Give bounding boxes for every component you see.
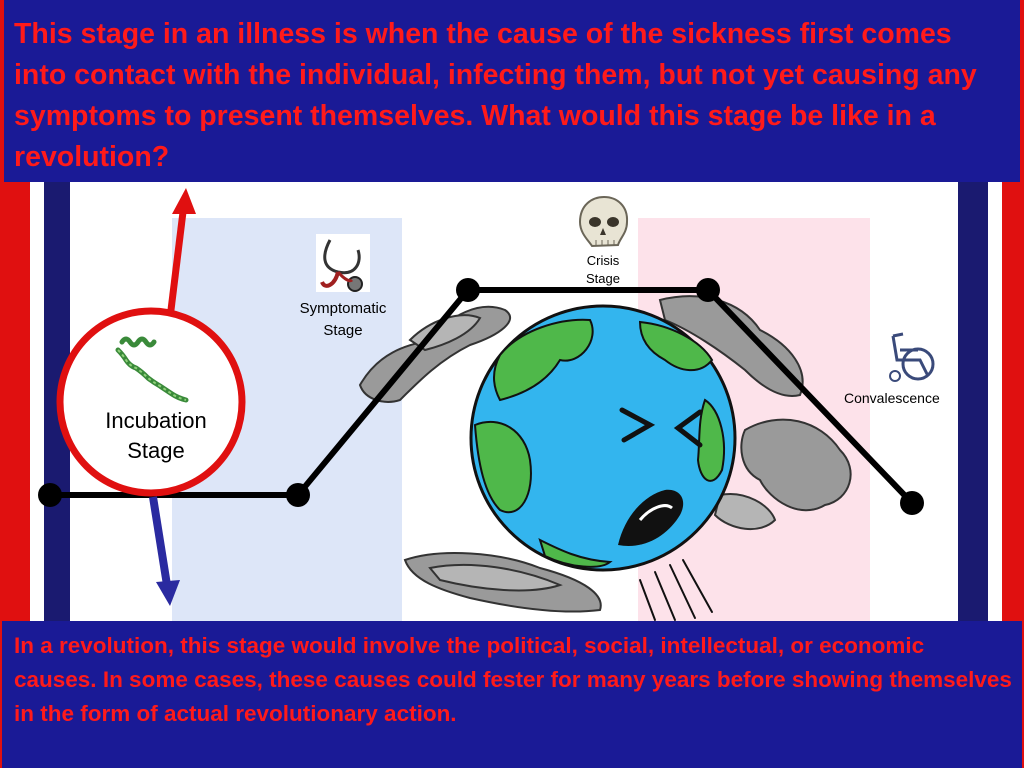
- incubation-label-line1: Incubation: [105, 408, 207, 433]
- crisis-stage-label: Crisis Stage: [572, 252, 634, 288]
- smoke-clouds: [358, 295, 852, 613]
- bacteria-icon: [112, 330, 200, 403]
- right-stripe-red: [1002, 0, 1024, 768]
- symptomatic-stage-label: Symptomatic Stage: [280, 298, 406, 342]
- up-arrow: [166, 188, 196, 319]
- crisis-label-line1: Crisis: [586, 253, 620, 268]
- question-text: This stage in an illness is when the cau…: [14, 18, 977, 173]
- node-crisis-start: [456, 278, 480, 302]
- symptomatic-label-line1: Symptomatic: [299, 300, 387, 317]
- answer-panel: In a revolution, this stage would involv…: [2, 621, 1022, 768]
- convalescence-stage-label: Convalescence: [844, 390, 940, 406]
- symptomatic-label-line2: Stage: [323, 322, 363, 339]
- node-symptomatic: [286, 483, 310, 507]
- skull-icon: [578, 195, 629, 248]
- down-arrow: [149, 496, 180, 606]
- stethoscope-icon: [316, 234, 370, 292]
- incubation-stage-label: Incubation Stage: [80, 406, 232, 466]
- answer-text: In a revolution, this stage would involv…: [14, 633, 1012, 726]
- crisis-label-line2: Stage: [586, 271, 620, 286]
- incubation-label-line2: Stage: [127, 438, 185, 463]
- left-stripe-white: [30, 0, 44, 768]
- question-panel: This stage in an illness is when the cau…: [4, 0, 1020, 182]
- node-start: [38, 483, 62, 507]
- sick-earth-icon: [469, 304, 737, 621]
- stage-nodes: [38, 278, 924, 515]
- right-stripe-white: [988, 0, 1002, 768]
- node-end: [900, 491, 924, 515]
- node-crisis-end: [696, 278, 720, 302]
- wheelchair-icon: [889, 332, 935, 382]
